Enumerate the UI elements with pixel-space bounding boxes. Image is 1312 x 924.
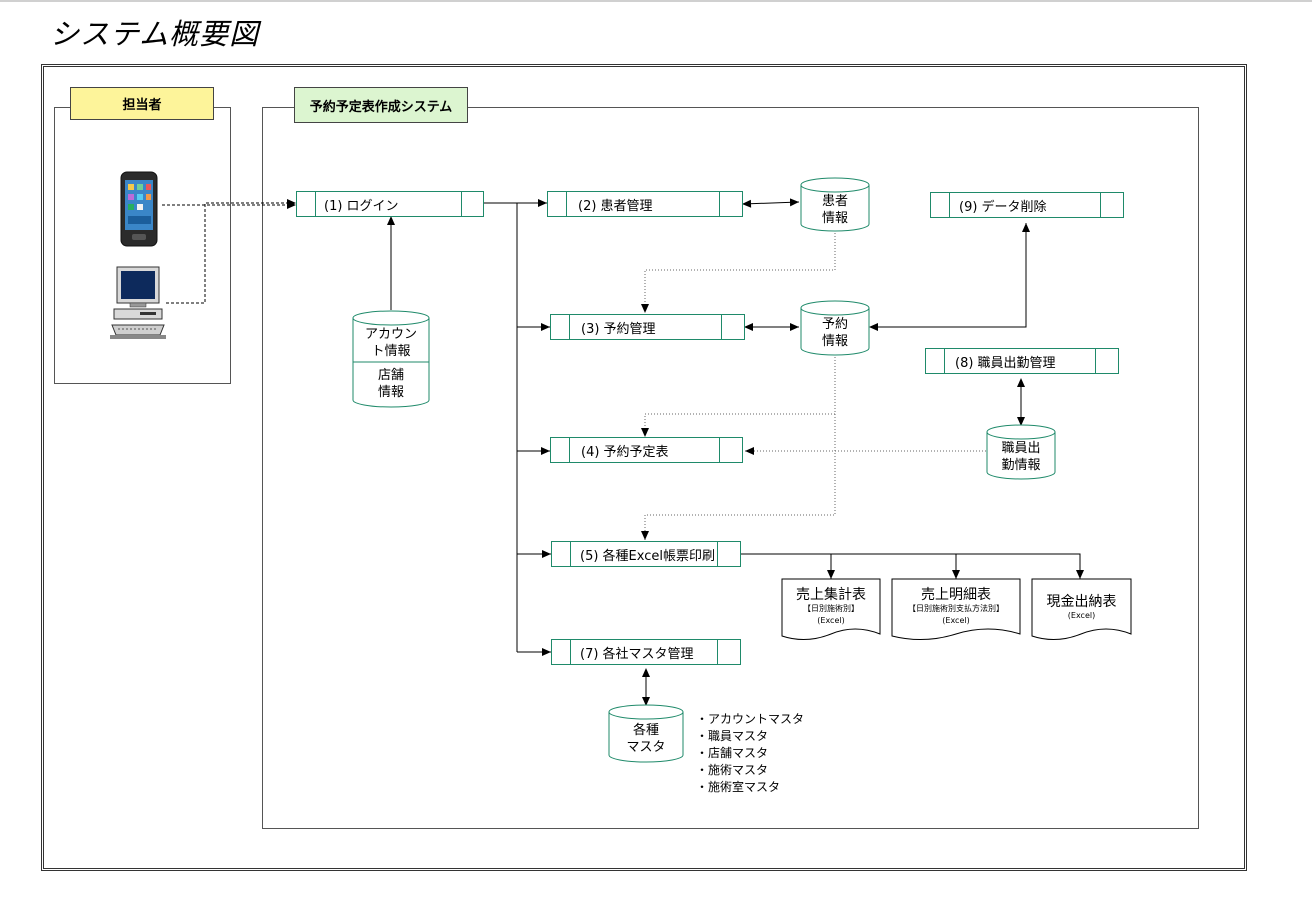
process-login: (1) ログイン (296, 191, 484, 217)
excel-doc-bus (741, 553, 1084, 579)
patient-db-text: 患者 情報 (801, 193, 869, 227)
master-list: ・アカウントマスタ ・職員マスタ ・店舗マスタ ・施術マスタ ・施術室マスタ (696, 711, 804, 796)
process-master: (7) 各社マスタ管理 (551, 639, 741, 665)
system-panel (262, 107, 1199, 829)
staff-db-line-2: 勤情報 (1001, 458, 1041, 473)
store-text: 店舗 情報 (353, 367, 429, 401)
patient-db-cylinder (800, 177, 870, 232)
sales-detail-doc (891, 578, 1021, 641)
account-line-2: ト情報 (371, 344, 411, 359)
process-patient-label: (2) 患者管理 (578, 198, 653, 214)
process-delete-label: (9) データ削除 (959, 199, 1047, 215)
master-list-item: ・店舗マスタ (696, 746, 769, 760)
master-list-item: ・職員マスタ (696, 729, 769, 743)
cash-doc (1031, 578, 1132, 640)
patient-db-to-reservation-line (641, 230, 836, 313)
process-schedule: (4) 予約予定表 (550, 437, 743, 463)
pc-to-login-line (166, 199, 296, 304)
account-store-text-1: アカウン ト情報 (353, 326, 429, 360)
process-login-label: (1) ログイン (324, 198, 399, 214)
desktop-computer-icon (110, 265, 166, 345)
sales-summary-sub1: 【日別施術別】 (803, 604, 859, 613)
staff-db-text: 職員出 勤情報 (987, 440, 1055, 474)
reservation-to-delete-line (869, 223, 1030, 331)
cash-sub2: (Excel) (1067, 611, 1096, 620)
reservation-db-cylinder (800, 300, 870, 356)
sales-detail-title: 売上明細表 (921, 587, 991, 603)
process-excel: (5) 各種Excel帳票印刷 (551, 541, 741, 567)
reservation-db-to-excel-line (641, 414, 836, 540)
master-list-item: ・施術マスタ (696, 763, 769, 777)
master-db-line-1: 各種 (632, 723, 659, 738)
reservation-db-line-1: 予約 (821, 317, 848, 332)
cash-title: 現金出納表 (1046, 594, 1117, 610)
reservation-db-line-2: 情報 (821, 334, 848, 349)
process-reservation-label: (3) 予約管理 (581, 321, 656, 337)
store-line-2: 情報 (377, 385, 404, 400)
reservation-db-to-schedule-line (641, 354, 836, 437)
diagram-frame (41, 64, 1247, 871)
store-line-1: 店舗 (377, 368, 404, 383)
patient-db-line-1: 患者 (821, 194, 848, 209)
process-reservation: (3) 予約管理 (550, 314, 745, 340)
master-db-cylinder (608, 704, 684, 763)
process-schedule-label: (4) 予約予定表 (581, 444, 669, 460)
sales-detail-sub1: 【日別施術別支払方法別】 (908, 604, 1004, 613)
process-patient: (2) 患者管理 (547, 191, 743, 217)
process-attendance: (8) 職員出勤管理 (925, 348, 1119, 374)
patient-db-line-2: 情報 (821, 211, 848, 226)
process-delete: (9) データ削除 (930, 192, 1124, 218)
account-store-cylinder (352, 310, 430, 408)
process-attendance-label: (8) 職員出勤管理 (955, 355, 1056, 371)
page-title: システム概要図 (50, 17, 260, 51)
staff-db-line-1: 職員出 (1001, 441, 1041, 456)
master-list-item: ・アカウントマスタ (696, 712, 805, 726)
master-db-text: 各種 マスタ (609, 722, 683, 756)
actor-label: 担当者 (70, 87, 214, 120)
patient-db-line (742, 198, 800, 208)
sales-summary-sub2: (Excel) (817, 616, 845, 625)
process-excel-label: (5) 各種Excel帳票印刷 (580, 548, 715, 564)
reservation-db-text: 予約 情報 (801, 316, 869, 350)
staff-db-cylinder (986, 424, 1056, 480)
master-list-item: ・施術室マスタ (696, 780, 781, 794)
process-master-label: (7) 各社マスタ管理 (580, 646, 694, 662)
account-line-1: アカウン (364, 327, 417, 342)
login-trunk-line (483, 202, 518, 652)
system-label: 予約予定表作成システム (294, 87, 468, 123)
top-rule (0, 0, 1312, 2)
sales-detail-sub2: (Excel) (942, 616, 970, 625)
smartphone-icon (118, 170, 160, 252)
sales-summary-title: 売上集計表 (796, 587, 866, 603)
master-db-line-2: マスタ (626, 740, 666, 755)
sales-summary-doc (781, 578, 881, 640)
